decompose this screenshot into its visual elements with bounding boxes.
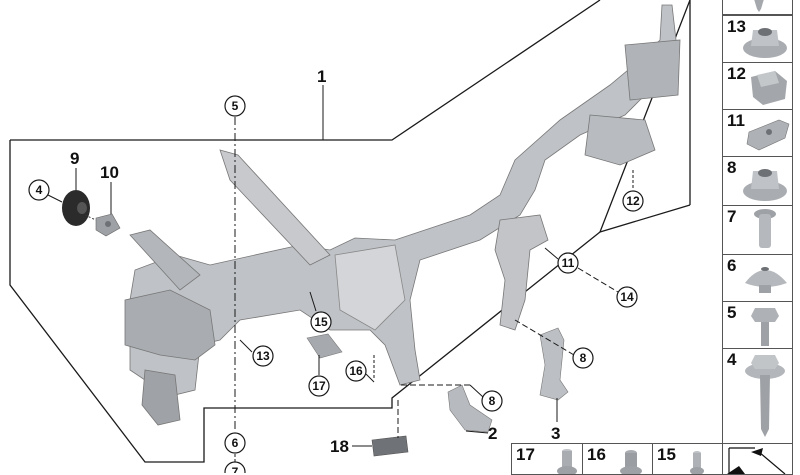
hex-flange-nut-icon <box>743 28 787 58</box>
legend-num-12: 12 <box>727 64 746 83</box>
bolt-tip-icon <box>754 0 764 12</box>
legend-cell-6[interactable]: 6 <box>722 254 793 302</box>
circle-callout-13[interactable]: 13 <box>252 345 274 367</box>
hex-flange-nut-icon <box>743 169 787 201</box>
washer-cap-icon <box>745 267 787 293</box>
svg-text:14: 14 <box>620 290 634 304</box>
legend-cell-4[interactable]: 4 <box>722 348 793 444</box>
circle-callout-5[interactable]: 5 <box>224 95 246 117</box>
callout-1[interactable]: 1 <box>317 67 326 86</box>
bracket-2 <box>447 384 493 433</box>
expanding-rivet-icon <box>754 209 776 248</box>
legend-cell-11[interactable]: 11 <box>722 109 793 157</box>
svg-text:13: 13 <box>256 349 270 363</box>
legend-cell-8[interactable]: 8 <box>722 156 793 206</box>
stud-bolt-icon <box>690 451 704 474</box>
svg-text:5: 5 <box>232 99 239 113</box>
callout-2[interactable]: 2 <box>488 424 497 443</box>
cross-car-beam <box>124 4 681 426</box>
nav-arrow-button[interactable] <box>722 443 793 475</box>
assembly-boundary <box>9 0 691 463</box>
circle-callout-7[interactable]: 7 <box>224 461 246 473</box>
pad-18 <box>371 435 409 457</box>
clip-nut-icon <box>746 119 790 151</box>
legend-cell-12[interactable]: 12 <box>722 62 793 110</box>
circle-callout-11[interactable]: 11 <box>557 252 579 274</box>
legend-cell-15[interactable]: 15 <box>652 443 723 475</box>
callout-3[interactable]: 3 <box>551 424 560 443</box>
svg-text:8: 8 <box>489 394 496 408</box>
leader-lines <box>47 85 634 462</box>
svg-text:11: 11 <box>562 256 575 270</box>
svg-text:8: 8 <box>580 351 587 365</box>
circle-callout-4[interactable]: 4 <box>28 179 50 201</box>
legend-cell-13[interactable]: 13 <box>722 15 793 63</box>
svg-text:7: 7 <box>232 465 239 473</box>
rubber-mount <box>62 190 101 226</box>
svg-text:4: 4 <box>36 183 43 197</box>
circle-callout-17[interactable]: 17 <box>308 375 330 397</box>
circle-callout-12[interactable]: 12 <box>622 190 644 212</box>
callout-9[interactable]: 9 <box>70 149 79 168</box>
circle-callout-8a[interactable]: 8 <box>572 347 594 369</box>
legend-num-4: 4 <box>727 350 737 369</box>
callout-18[interactable]: 18 <box>330 437 349 456</box>
circle-callout-6[interactable]: 6 <box>224 432 246 454</box>
circle-callout-16[interactable]: 16 <box>345 360 367 382</box>
legend-cell-bolt-tip[interactable] <box>722 0 793 15</box>
legend-num-6: 6 <box>727 256 737 275</box>
cage-nut-icon <box>751 71 787 105</box>
bracket-3 <box>539 327 569 401</box>
legend-num-5: 5 <box>727 303 737 322</box>
legend-num-7: 7 <box>727 207 737 226</box>
legend-num-13: 13 <box>727 17 746 36</box>
callout-10[interactable]: 10 <box>100 163 119 182</box>
svg-text:6: 6 <box>232 436 239 450</box>
svg-text:15: 15 <box>314 315 328 329</box>
circle-callout-14[interactable]: 14 <box>616 286 638 308</box>
legend-cell-5[interactable]: 5 <box>722 301 793 349</box>
circle-callout-15[interactable]: 15 <box>310 311 332 333</box>
circle-callout-8b[interactable]: 8 <box>481 390 503 412</box>
legend-num-8: 8 <box>727 158 737 177</box>
arrow-icon <box>727 447 786 474</box>
legend-cell-16[interactable]: 16 <box>582 443 653 475</box>
legend-cell-7[interactable]: 7 <box>722 205 793 255</box>
hex-bolt-short-icon <box>751 308 779 346</box>
hex-bolt-long-icon <box>745 355 785 437</box>
threaded-stud-icon <box>620 450 642 474</box>
legend-num-11: 11 <box>727 111 745 130</box>
legend-num-17: 17 <box>516 445 535 464</box>
plain-callouts: 1 2 3 9 10 18 <box>70 67 560 456</box>
legend-cell-17[interactable]: 17 <box>511 443 583 475</box>
clip-part-10 <box>95 213 121 237</box>
svg-text:16: 16 <box>349 364 363 378</box>
svg-text:12: 12 <box>626 194 640 208</box>
legend-num-15: 15 <box>657 445 676 464</box>
legend-num-16: 16 <box>587 445 606 464</box>
stud-pin-icon <box>557 449 577 474</box>
circled-callouts: 4 5 6 7 8 8 11 12 13 14 15 16 17 <box>28 95 644 473</box>
bracket-17 <box>306 333 343 359</box>
svg-text:17: 17 <box>312 379 326 393</box>
